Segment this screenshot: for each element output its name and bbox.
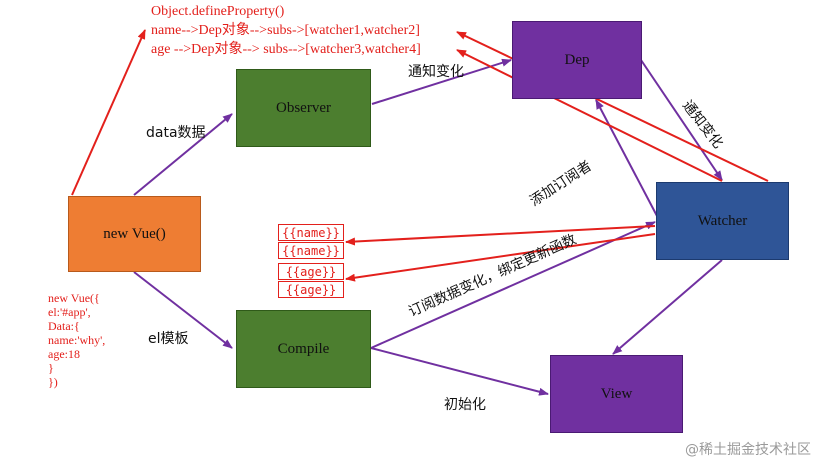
define-property-title: Object.defineProperty(): [151, 4, 285, 19]
code-line-7: }): [48, 375, 58, 389]
label-init: 初始化: [444, 397, 486, 413]
arrow-watcher-to-view: [612, 259, 723, 355]
label-notify-top: 通知变化: [408, 64, 464, 80]
template-name-1: {{name}}: [278, 224, 344, 241]
arrow-watcher-to-age-subs: [456, 49, 723, 182]
template-age-2: {{age}}: [278, 281, 344, 298]
arrow-newvue-to-observer: [133, 113, 233, 196]
arrow-dep-to-watcher: [640, 59, 723, 181]
arrow-watcher-to-age-template: [345, 233, 656, 282]
arrow-compile-to-watcher: [370, 221, 656, 349]
code-line-3: Data:{: [48, 319, 80, 333]
code-line-1: new Vue({: [48, 291, 100, 305]
arrow-newvue-to-defineproperty: [71, 29, 146, 196]
code-line-6: }: [48, 361, 54, 375]
arrow-watcher-to-name-subs: [456, 31, 769, 182]
node-view: View: [550, 355, 683, 433]
watermark: @稀土掘金技术社区: [685, 442, 811, 458]
node-observer: Observer: [236, 69, 371, 147]
define-property-age: age -->Dep对象--> subs-->[watcher3,watcher…: [151, 42, 421, 57]
node-watcher: Watcher: [656, 182, 789, 260]
code-line-4: name:'why',: [48, 333, 106, 347]
node-dep: Dep: [512, 21, 642, 99]
label-data: data数据: [146, 125, 206, 141]
arrow-watcher-to-name-template: [345, 225, 656, 246]
define-property-name: name-->Dep对象-->subs->[watcher1,watcher2]: [151, 23, 420, 38]
code-line-2: el:'#app',: [48, 305, 91, 319]
node-compile: Compile: [236, 310, 371, 388]
label-el: el模板: [148, 331, 189, 347]
arrow-compile-to-view: [370, 347, 549, 396]
arrow-watcher-to-dep: [595, 99, 658, 217]
arrow-observer-to-dep: [371, 58, 512, 105]
template-name-2: {{name}}: [278, 242, 344, 259]
code-line-5: age:18: [48, 347, 80, 361]
arrow-newvue-to-compile: [133, 271, 233, 349]
node-new-vue: new Vue(): [68, 196, 201, 272]
template-age-1: {{age}}: [278, 263, 344, 280]
